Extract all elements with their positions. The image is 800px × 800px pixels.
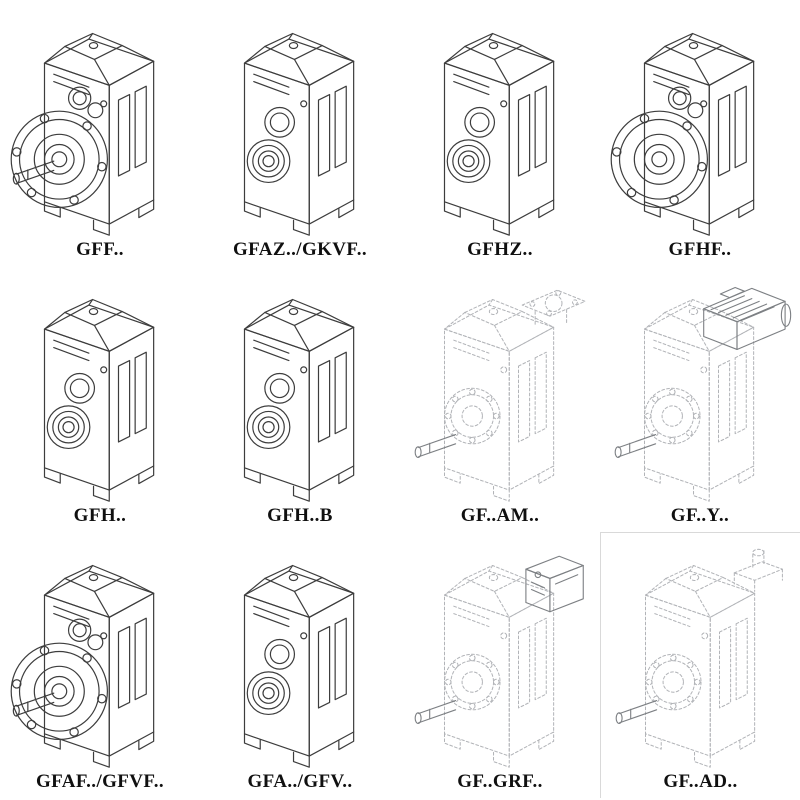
product-cell-gf-grf: GF..GRF.. — [400, 532, 600, 798]
gearbox-drawing-bores — [443, 32, 555, 236]
product-cell-gf-am: GF..AM.. — [400, 266, 600, 532]
model-label-gfaz-gkvf: GFAZ../GKVF.. — [233, 239, 367, 260]
model-label-gfh: GFH.. — [73, 505, 127, 526]
product-cell-gfhf: GFHF.. — [600, 0, 800, 266]
gearbox-drawing-gear-adapter — [414, 555, 584, 768]
gearbox-drawing-flange-shaft — [10, 564, 155, 768]
model-label-gfhf: GFHF.. — [668, 239, 732, 260]
product-cell-gfhz: GFHZ.. — [400, 0, 600, 266]
gearbox-drawing-with-motor — [614, 286, 792, 502]
product-cell-gf-y: GF..Y.. — [600, 266, 800, 532]
model-label-gf-grf: GF..GRF.. — [457, 771, 543, 792]
model-label-gf-y: GF..Y.. — [670, 505, 730, 526]
gearbox-drawing-input-adapter — [615, 548, 783, 768]
product-cell-gfaf-gfvf: GFAF../GFVF.. — [0, 532, 200, 798]
gearbox-drawing-flange-hollow — [610, 32, 755, 236]
product-cell-gfa-gfv: GFA../GFV.. — [200, 532, 400, 798]
gearbox-drawing-bores — [243, 298, 355, 502]
product-cell-gf-ad: GF..AD.. — [600, 532, 800, 798]
model-label-gf-am: GF..AM.. — [460, 505, 540, 526]
product-cell-gfaz-gkvf: GFAZ../GKVF.. — [200, 0, 400, 266]
model-label-gfh-b: GFH..B — [267, 505, 333, 526]
gearbox-drawing-flange-shaft — [10, 32, 155, 236]
product-cell-gfh: GFH.. — [0, 266, 200, 532]
model-label-gff: GFF.. — [76, 239, 124, 260]
gearbox-drawing-bores — [43, 298, 155, 502]
gearbox-drawing-bores — [243, 32, 355, 236]
product-cell-gfh-b: GFH..B — [200, 266, 400, 532]
model-label-gf-ad: GF..AD.. — [663, 771, 738, 792]
model-label-gfaf-gfvf: GFAF../GFVF.. — [35, 771, 164, 792]
model-label-gfhz: GFHZ.. — [467, 239, 533, 260]
model-label-gfa-gfv: GFA../GFV.. — [247, 771, 353, 792]
gearbox-drawing-adapter-flange — [414, 289, 586, 502]
gearbox-drawing-bores — [243, 564, 355, 768]
product-cell-gff: GFF.. — [0, 0, 200, 266]
